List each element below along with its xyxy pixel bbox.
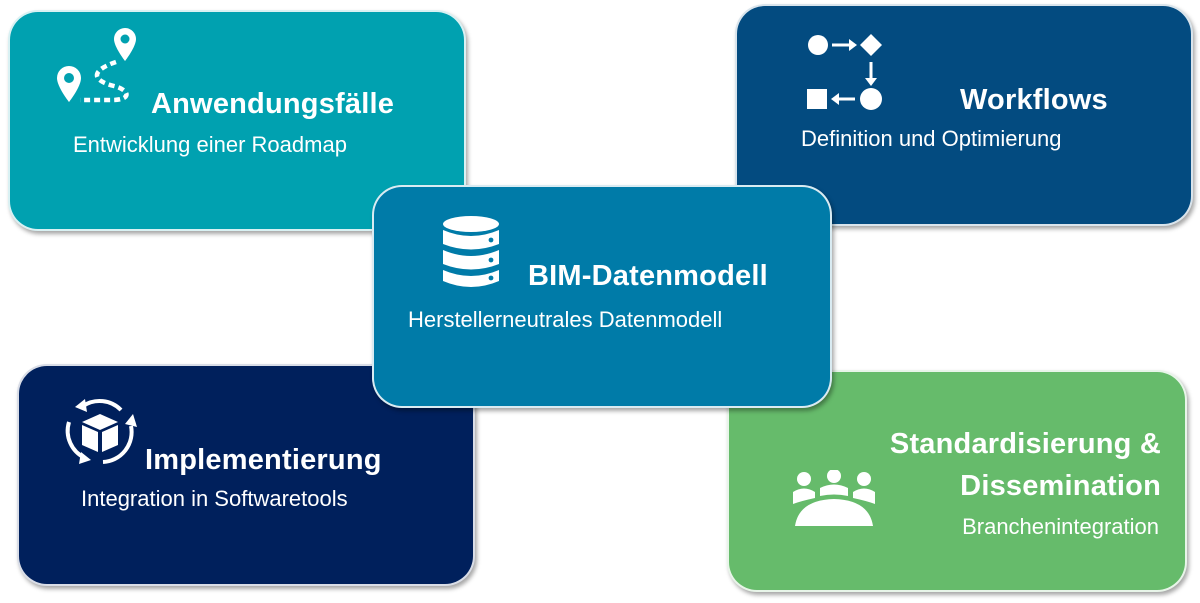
card-bim-datenmodell: BIM-Datenmodell Herstellerneutrales Date… <box>372 185 832 408</box>
card-title: Implementierung <box>145 444 382 476</box>
card-subtitle: Herstellerneutrales Datenmodell <box>408 307 723 332</box>
card-subtitle: Entwicklung einer Roadmap <box>73 132 347 157</box>
card-standardisierung: Standardisierung & Dissemination Branche… <box>727 370 1187 592</box>
package-cycle-icon <box>65 399 137 464</box>
card-title-line1: Standardisierung & <box>889 428 1161 460</box>
database-icon <box>443 216 499 287</box>
card-title: Anwendungsfälle <box>151 88 395 120</box>
route-map-pins-icon <box>57 28 136 103</box>
card-subtitle: Branchenintegration <box>962 514 1159 539</box>
card-subtitle: Integration in Softwaretools <box>81 486 348 511</box>
card-anwendungsfaelle: Anwendungsfälle Entwicklung einer Roadma… <box>8 10 466 231</box>
card-subtitle: Definition und Optimierung <box>801 126 1062 151</box>
workflow-flowchart-icon <box>807 34 882 110</box>
card-implementierung: Implementierung Integration in Softwaret… <box>17 364 475 586</box>
meeting-group-icon <box>793 470 875 526</box>
card-title: Workflows <box>960 84 1108 116</box>
card-title: BIM-Datenmodell <box>528 260 768 292</box>
card-title-line2: Dissemination <box>960 470 1161 502</box>
